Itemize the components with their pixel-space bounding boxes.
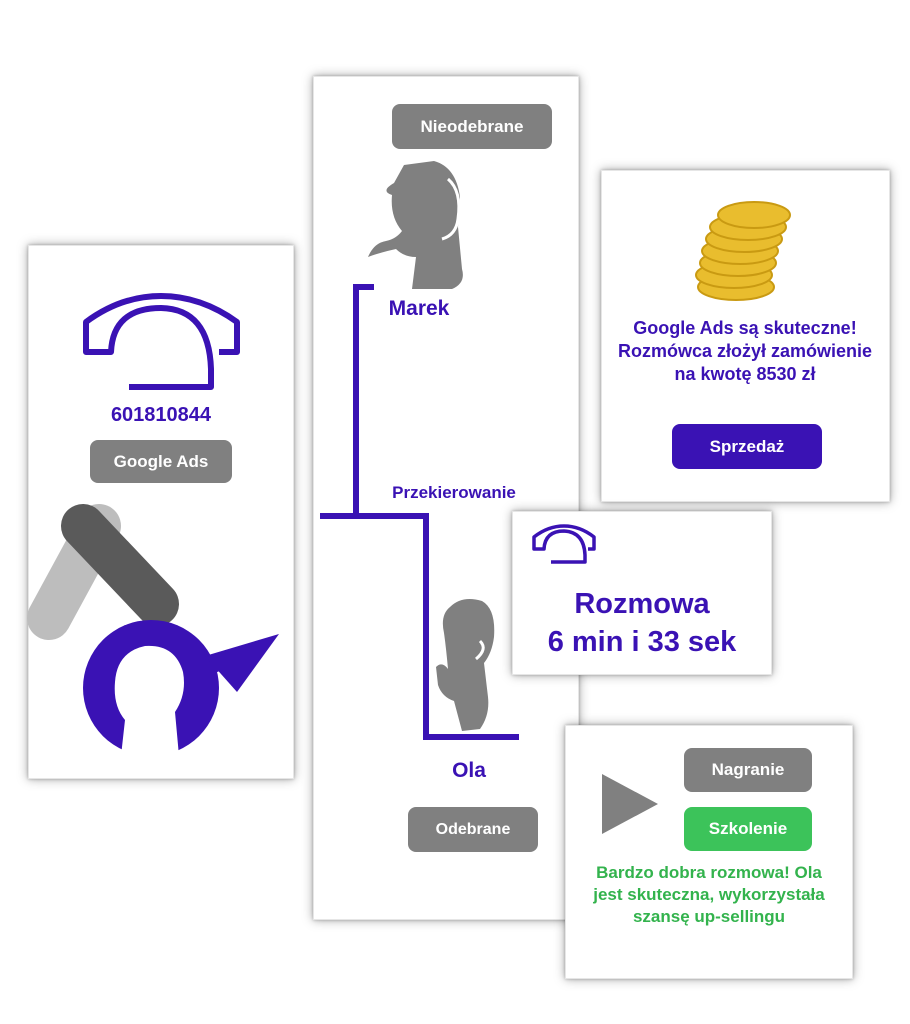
second-agent-name: Ola (452, 759, 486, 782)
caller-silhouette-icon (368, 161, 463, 289)
redirect-label: Przekierowanie (392, 483, 516, 502)
play-icon[interactable] (602, 774, 658, 834)
user-silhouette-icon (114, 645, 184, 756)
flow-line-top (322, 284, 374, 519)
sale-card: Google Ads są skuteczne! Rozmówca złożył… (601, 170, 890, 502)
call-duration: 6 min i 33 sek (547, 626, 737, 658)
agent-silhouette-icon (436, 599, 495, 731)
source-card: 601810844 Google Ads (27, 245, 294, 779)
review-card: Nagranie Szkolenie Bardzo dobra rozmowa!… (565, 725, 853, 979)
sale-message: Google Ads są skuteczne! Rozmówca złożył… (617, 318, 873, 384)
training-button[interactable]: Szkolenie (684, 807, 812, 851)
phone-handset-icon (532, 524, 596, 564)
answered-badge: Odebrane (408, 807, 538, 852)
phone-handset-icon (83, 293, 240, 390)
phone-number: 601810844 (110, 404, 212, 426)
source-badge: Google Ads (90, 440, 232, 483)
sale-button[interactable]: Sprzedaż (672, 424, 822, 469)
call-flow-card: Nieodebrane Marek Przekierowanie Ola Ode… (313, 76, 579, 920)
coins-icon (695, 201, 791, 301)
first-agent-name: Marek (388, 297, 450, 320)
recording-button[interactable]: Nagranie (684, 748, 812, 792)
review-comment: Bardzo dobra rozmowa! Ola jest skuteczna… (593, 863, 825, 926)
missed-badge: Nieodebrane (392, 104, 552, 149)
google-ads-logo (27, 504, 279, 756)
call-title: Rozmowa (574, 588, 710, 620)
call-duration-card: Rozmowa 6 min i 33 sek (512, 511, 772, 675)
flow-line-bottom (320, 513, 519, 740)
